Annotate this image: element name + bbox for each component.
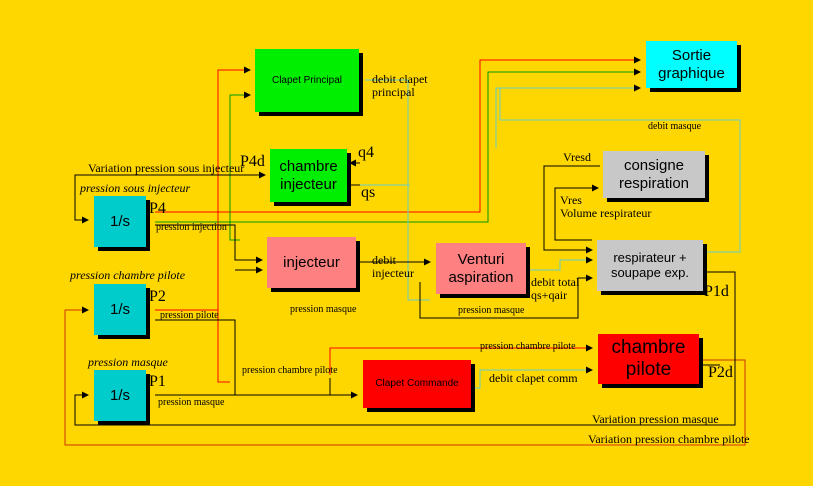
chambre-pilote-block[interactable]: chambre pilote [598,334,699,384]
label-variation-pression-sous-injecteur: Variation pression sous injecteur [88,161,245,175]
clapet-commande-block[interactable]: Clapet Commande [363,360,471,408]
label-debit-total: debit total qs+qair [531,275,580,303]
label-p2: P2 [149,288,166,305]
label-pression-injection: pression injection [156,222,227,233]
clapet-principal-block[interactable]: Clapet Principal [255,49,359,112]
injecteur-block[interactable]: injecteur [267,237,356,288]
label-p1: P1 [149,373,166,390]
label-pression-masque-1: pression masque [290,304,357,315]
label-pression-sous-injecteur: pression sous injecteur [80,181,191,195]
chambre-injecteur-block[interactable]: chambre injecteur [270,149,347,202]
label-debit-clapet-comm: debit clapet comm [489,371,578,385]
respirateur-soupape-block[interactable]: respirateur + soupape exp. [597,240,703,291]
label-vresd: Vresd [563,150,591,164]
sortie-graphique-block[interactable]: Sortie graphique [646,41,737,88]
label-vres: Vres Volume respirateur [560,193,652,221]
label-pression-masque-3: pression masque [158,397,225,408]
label-pression-pilote: pression pilote [160,310,219,321]
label-pression-chambre-pilote-top: pression chambre pilote [480,341,576,352]
consigne-respiration-block[interactable]: consigne respiration [603,151,705,198]
label-p2d: P2d [708,364,733,381]
label-p4: P4 [149,200,166,217]
label-q4: q4 [358,144,374,161]
label-qs: qs [361,184,376,201]
label-debit-clapet-principal: debit clapet principal [372,72,428,100]
label-pression-masque-2: pression masque [458,305,525,316]
venturi-aspiration-block[interactable]: Venturi aspiration [436,243,526,294]
label-debit-injecteur: debit injecteur [372,253,414,281]
integrator-p2-block[interactable]: 1/s [94,284,146,335]
label-variation-pression-chambre-pilote: Variation pression chambre pilote [588,432,750,446]
integrator-p4-block[interactable]: 1/s [94,196,146,247]
label-pression-masque-italic: pression masque [88,355,168,369]
label-pression-chambre-pilote-italic: pression chambre pilote [70,268,186,282]
label-p1d: P1d [704,283,729,300]
label-pression-chambre-pilote-mid: pression chambre pilote [242,365,338,376]
integrator-p1-block[interactable]: 1/s [94,370,146,421]
label-p4d: P4d [240,153,265,170]
label-variation-pression-masque: Variation pression masque [592,412,719,426]
label-debit-masque: debit masque [648,121,702,132]
